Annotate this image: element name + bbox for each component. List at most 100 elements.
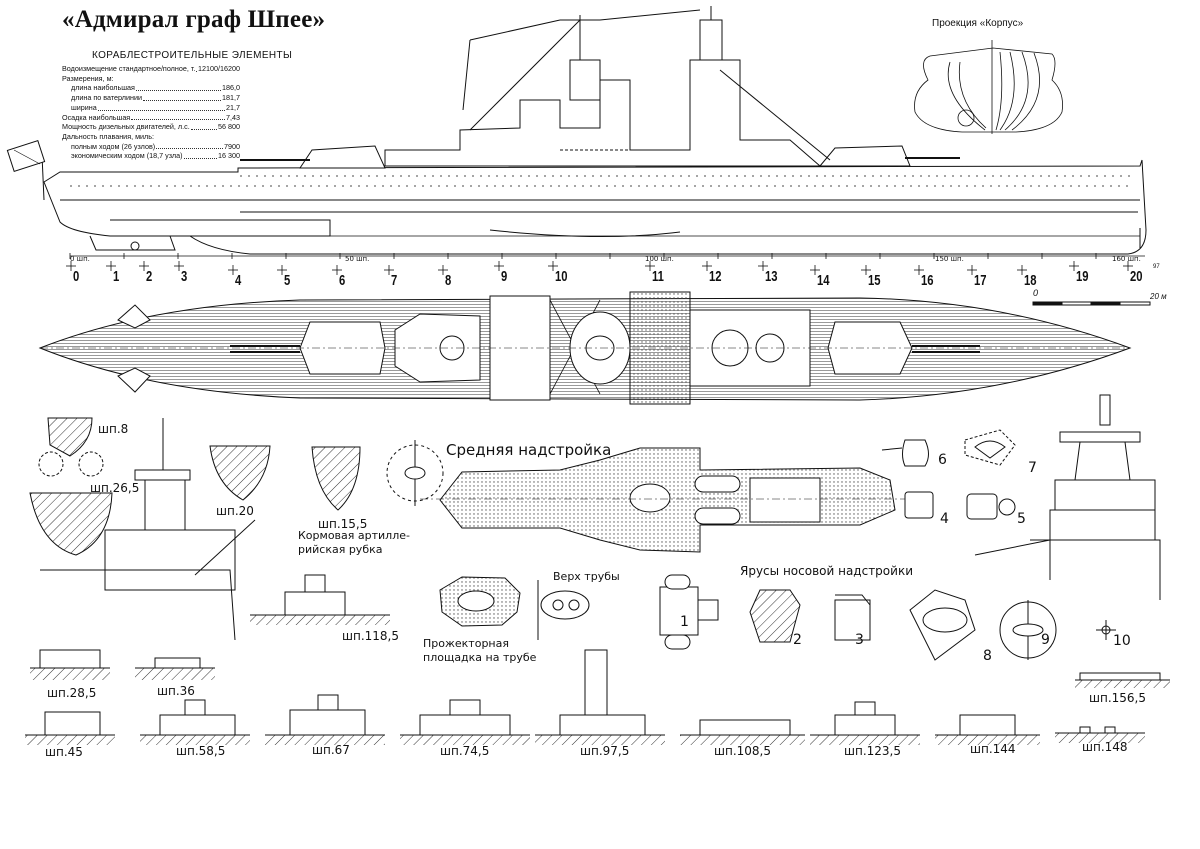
- spec-label: Мощность дизельных двигателей, л.с.: [62, 122, 190, 132]
- deck-structure: [289, 709, 366, 736]
- section-label-sp144: шп.144: [970, 742, 1016, 756]
- tier-8-plan: [909, 589, 976, 661]
- spec-leader: [135, 83, 221, 92]
- deck-structure: [584, 649, 608, 716]
- body-plan: [914, 40, 1063, 134]
- spec-row: экономическим ходом (18,7 узла) 16 300: [62, 151, 240, 161]
- spec-leader: [97, 103, 225, 111]
- cross-section-sp97-5: [535, 649, 665, 745]
- tier-3-plan: [834, 594, 871, 641]
- spec-value: 181,7: [222, 93, 240, 103]
- section-label-sp15-5: шп.15,5: [318, 517, 368, 531]
- tier-label-6: 6: [938, 452, 947, 468]
- deck-structure: [959, 714, 1016, 736]
- deck-structure: [559, 714, 646, 736]
- caption-midship-superstructure: Средняя надстройка: [446, 441, 612, 459]
- deck-hatching: [1055, 733, 1145, 743]
- caption-searchlight-2: площадка на трубе: [423, 651, 537, 664]
- spec-leader: [183, 151, 218, 160]
- body-plan-title: Проекция «Корпус»: [932, 18, 1024, 29]
- funnel-top-plan: [537, 580, 590, 640]
- spec-row: Размерения, м:: [62, 74, 240, 84]
- spec-label: Дальность плавания, миль:: [62, 131, 154, 141]
- deck-structure: [317, 694, 339, 711]
- frame-label-0: 0 шп.: [70, 255, 90, 263]
- spec-value: 56 800: [218, 122, 240, 132]
- tier-label-10: 10: [1113, 633, 1131, 649]
- station-number: 4: [235, 272, 242, 289]
- spec-label: полным ходом (26 узлов): [71, 141, 156, 151]
- caption-aft-conning-1: Кормовая артилле-: [298, 529, 410, 542]
- cross-section-sp74-5: [400, 699, 530, 745]
- tier-label-9: 9: [1041, 632, 1050, 648]
- deck-structure: [834, 714, 896, 736]
- cross-section-sp118-5: [250, 574, 390, 625]
- tier-2-plan: [749, 589, 801, 643]
- deck-structure: [449, 699, 481, 716]
- station-number: 17: [974, 272, 987, 289]
- specs-table: Водоизмещение стандартное/полное, т.1210…: [62, 64, 240, 161]
- spec-row: Осадка наибольшая 7,43: [62, 113, 240, 123]
- deck-structure: [419, 714, 511, 736]
- deck-structure: [304, 574, 326, 593]
- spec-label: Размерения, м:: [62, 73, 114, 83]
- length-scale-bar: [1032, 301, 1151, 306]
- station-number: 12: [709, 268, 722, 285]
- tier-9-plan: [999, 600, 1057, 660]
- spec-leader: [156, 142, 223, 150]
- spec-label: Осадка наибольшая: [62, 112, 131, 122]
- spec-value: 7,43: [226, 112, 240, 122]
- section-label-sp123-5: шп.123,5: [844, 744, 901, 758]
- tier-label-8: 8: [983, 648, 992, 664]
- cross-section-sp45: [25, 711, 115, 745]
- cross-section-sp58-5: [140, 699, 250, 745]
- section-sp26-5: [29, 492, 113, 556]
- caption-funnel-top: Верх трубы: [553, 570, 620, 583]
- spec-leader: [196, 64, 198, 72]
- tier-4-plan: [904, 491, 934, 519]
- deck-structure: [184, 699, 206, 716]
- cross-section-sp36: [135, 657, 215, 680]
- station-number: 1: [113, 268, 120, 285]
- spec-value: 16 300: [218, 151, 240, 161]
- tier-label-2: 2: [793, 632, 802, 648]
- frame-label-50: 50 шп.: [345, 255, 370, 263]
- station-number: 6: [339, 272, 346, 289]
- section-label-sp8: шп.8: [98, 422, 129, 436]
- spec-label: экономическим ходом (18,7 узла): [71, 151, 183, 161]
- deck-hatching: [250, 615, 390, 625]
- deck-hatching: [25, 735, 115, 745]
- deck-structure: [1079, 726, 1091, 734]
- station-number: 7: [391, 272, 398, 289]
- section-label-sp74-5: шп.74,5: [440, 744, 490, 758]
- station-number: 2: [146, 268, 153, 285]
- tier-1-plan: [659, 574, 719, 650]
- spec-value: 7900: [224, 141, 240, 151]
- spec-leader: [190, 122, 218, 130]
- section-label-sp45: шп.45: [45, 745, 83, 759]
- station-number: 20: [1130, 268, 1143, 285]
- deck-hatching: [535, 735, 665, 745]
- deck-hatching: [1075, 680, 1170, 688]
- length-scale-end: 20 м: [1150, 292, 1167, 301]
- section-label-sp28-5: шп.28,5: [47, 686, 97, 700]
- spec-row: Водоизмещение стандартное/полное, т.1210…: [62, 64, 240, 74]
- deck-structure: [854, 701, 876, 716]
- spec-leader: [143, 93, 221, 101]
- frame-ticks: [66, 253, 1133, 275]
- spec-row: Мощность дизельных двигателей, л.с. 56 80…: [62, 122, 240, 132]
- deck-hatching: [810, 735, 920, 745]
- cross-section-sp108-5: [680, 719, 805, 745]
- deck-structure: [39, 649, 101, 669]
- section-label-sp108-5: шп.108,5: [714, 744, 771, 758]
- section-sp8-props: [38, 451, 104, 477]
- deck-hatching: [680, 735, 805, 745]
- midship-superstructure-plan: [420, 447, 910, 553]
- section-label-sp58-5: шп.58,5: [176, 744, 226, 758]
- aft-tower-elevation: [40, 418, 256, 641]
- deck-structure: [284, 591, 346, 616]
- waterline-mark: 97: [1139, 228, 1160, 270]
- deck-structure: [1104, 726, 1116, 734]
